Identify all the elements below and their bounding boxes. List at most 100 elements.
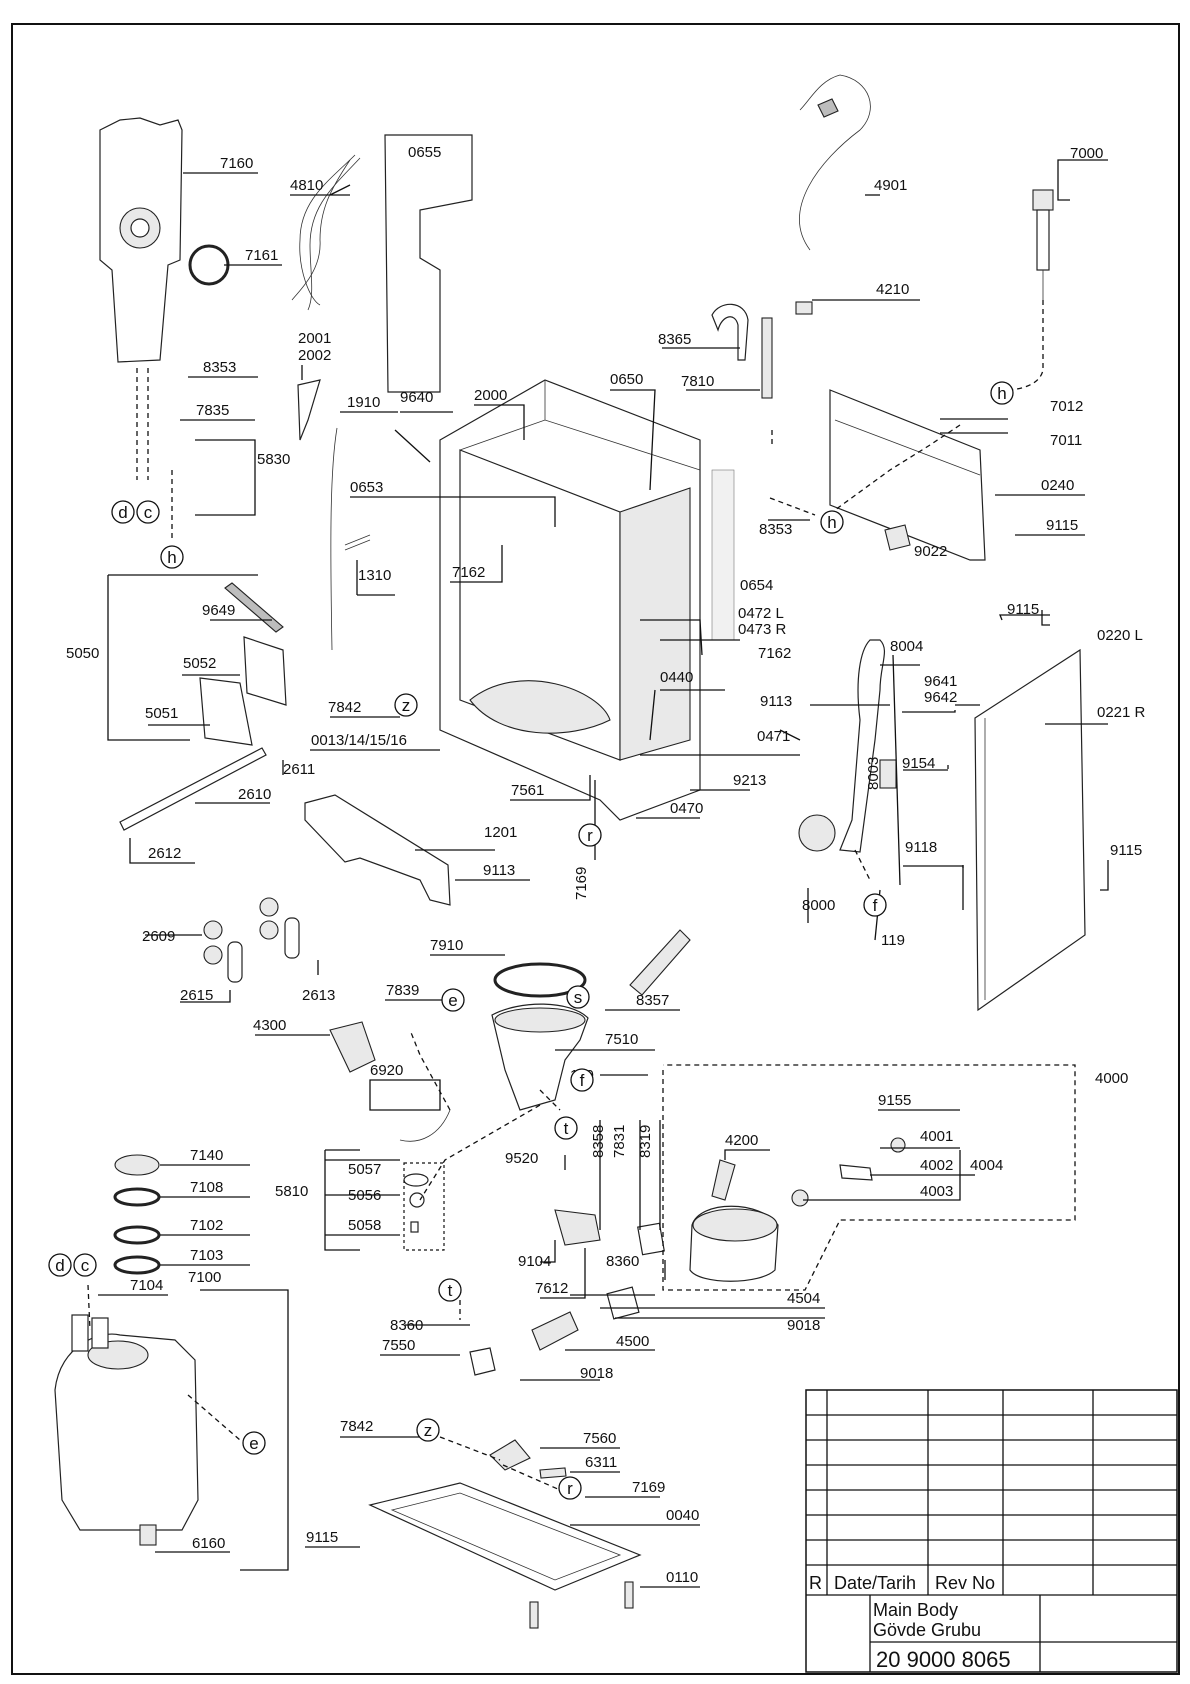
label-2611: 2611 [283, 761, 315, 778]
label-4901: 4901 [874, 177, 907, 194]
label-6920: 6920 [370, 1062, 403, 1079]
part-labels: 7160 7161 8353 7835 5830 4810 0655 4901 … [66, 144, 1146, 1586]
label-9154: 9154 [902, 755, 935, 772]
label-4500: 4500 [616, 1333, 649, 1350]
label-4003: 4003 [920, 1183, 953, 1200]
label-7169-b: 7169 [632, 1479, 665, 1496]
label-0470: 0470 [670, 800, 703, 817]
label-8353-b: 8353 [759, 521, 792, 538]
label-2615: 2615 [180, 987, 213, 1004]
label-4000: 4000 [1095, 1070, 1128, 1087]
label-8319: 8319 [637, 1125, 654, 1158]
drawing-number: 20 9000 8065 [876, 1647, 1011, 1672]
label-9113-b: 9113 [760, 693, 792, 710]
title-block: R Date/Tarih Rev No Main Body Gövde Grub… [805, 1389, 1178, 1673]
label-7842-b: 7842 [340, 1418, 373, 1435]
callout-z-top: z [394, 693, 418, 717]
svg-text:e: e [249, 1434, 258, 1453]
title-en: Main Body [873, 1600, 958, 1620]
leader-lines [98, 159, 1109, 1588]
label-8004: 8004 [890, 638, 923, 655]
label-4004: 4004 [970, 1157, 1003, 1174]
label-5050: 5050 [66, 645, 99, 662]
label-7103: 7103 [190, 1247, 223, 1264]
label-0013-14-15-16: 0013/14/15/16 [311, 732, 407, 749]
title-rev-label: Rev No [935, 1573, 995, 1593]
label-5058: 5058 [348, 1217, 381, 1234]
label-7104: 7104 [130, 1277, 163, 1294]
label-7842-a: 7842 [328, 699, 361, 716]
label-7612: 7612 [535, 1280, 568, 1297]
label-2610: 2610 [238, 786, 271, 803]
label-7012: 7012 [1050, 398, 1083, 415]
svg-text:f: f [580, 1071, 585, 1090]
label-8353: 8353 [203, 359, 236, 376]
label-0655: 0655 [408, 144, 441, 161]
label-5830: 5830 [257, 451, 290, 468]
svg-text:z: z [424, 1421, 433, 1440]
label-7839: 7839 [386, 982, 419, 999]
callout-c-top: c [136, 500, 160, 524]
label-7000: 7000 [1070, 145, 1103, 162]
part-illustrations [54, 74, 1086, 1629]
callout-z-bottom: z [416, 1418, 440, 1442]
label-0440: 0440 [660, 669, 693, 686]
label-4504: 4504 [787, 1290, 820, 1307]
svg-text:z: z [402, 696, 411, 715]
label-2612: 2612 [148, 845, 181, 862]
label-2609: 2609 [142, 928, 175, 945]
label-2000: 2000 [474, 387, 507, 404]
label-5051: 5051 [145, 705, 178, 722]
label-0653: 0653 [350, 479, 383, 496]
callout-h-left: h [160, 545, 184, 569]
label-7169-a: 7169 [573, 867, 590, 900]
label-9022: 9022 [914, 543, 947, 560]
callout-r-top: r [578, 823, 602, 847]
label-7835: 7835 [196, 402, 229, 419]
label-5052: 5052 [183, 655, 216, 672]
label-8000: 8000 [802, 897, 835, 914]
label-7102: 7102 [190, 1217, 223, 1234]
label-7108: 7108 [190, 1179, 223, 1196]
callout-f-mid: f [570, 1068, 594, 1092]
callout-e-mid: e [441, 988, 465, 1012]
svg-text:s: s [574, 988, 583, 1007]
label-4300: 4300 [253, 1017, 286, 1034]
svg-text:c: c [144, 503, 153, 522]
label-6160: 6160 [192, 1535, 225, 1552]
label-5810: 5810 [275, 1183, 308, 1200]
label-2613: 2613 [302, 987, 335, 1004]
svg-text:t: t [564, 1119, 569, 1138]
label-7162-b: 7162 [758, 645, 791, 662]
label-7510: 7510 [605, 1031, 638, 1048]
label-8360-a: 8360 [606, 1253, 639, 1270]
label-7560: 7560 [583, 1430, 616, 1447]
label-9115-a: 9115 [1007, 601, 1039, 618]
label-0110: 0110 [666, 1569, 698, 1586]
title-date-label: Date/Tarih [834, 1573, 916, 1593]
callout-h-top-right: h [990, 381, 1014, 405]
label-0220-l: 0220 L [1097, 627, 1143, 644]
label-8003: 8003 [865, 757, 882, 790]
label-7160: 7160 [220, 155, 253, 172]
svg-text:c: c [81, 1256, 90, 1275]
label-0221-r: 0221 R [1097, 704, 1146, 721]
label-8360-b: 8360 [390, 1317, 423, 1334]
label-6311: 6311 [585, 1454, 617, 1471]
svg-text:h: h [997, 384, 1006, 403]
label-0650: 0650 [610, 371, 643, 388]
callout-d-top: d [111, 500, 135, 524]
label-8365: 8365 [658, 331, 691, 348]
callout-c-bottom: c [73, 1253, 97, 1277]
label-7561: 7561 [511, 782, 544, 799]
label-1910: 1910 [347, 394, 380, 411]
label-7011: 7011 [1050, 432, 1082, 449]
label-0473-r: 0473 R [738, 621, 787, 638]
svg-text:e: e [448, 991, 457, 1010]
label-4810: 4810 [290, 177, 323, 194]
callout-markers: d c h h h z r f e s f t d c t e z r [48, 381, 1014, 1500]
svg-text:h: h [827, 513, 836, 532]
label-7910: 7910 [430, 937, 463, 954]
label-2002: 2002 [298, 347, 331, 364]
